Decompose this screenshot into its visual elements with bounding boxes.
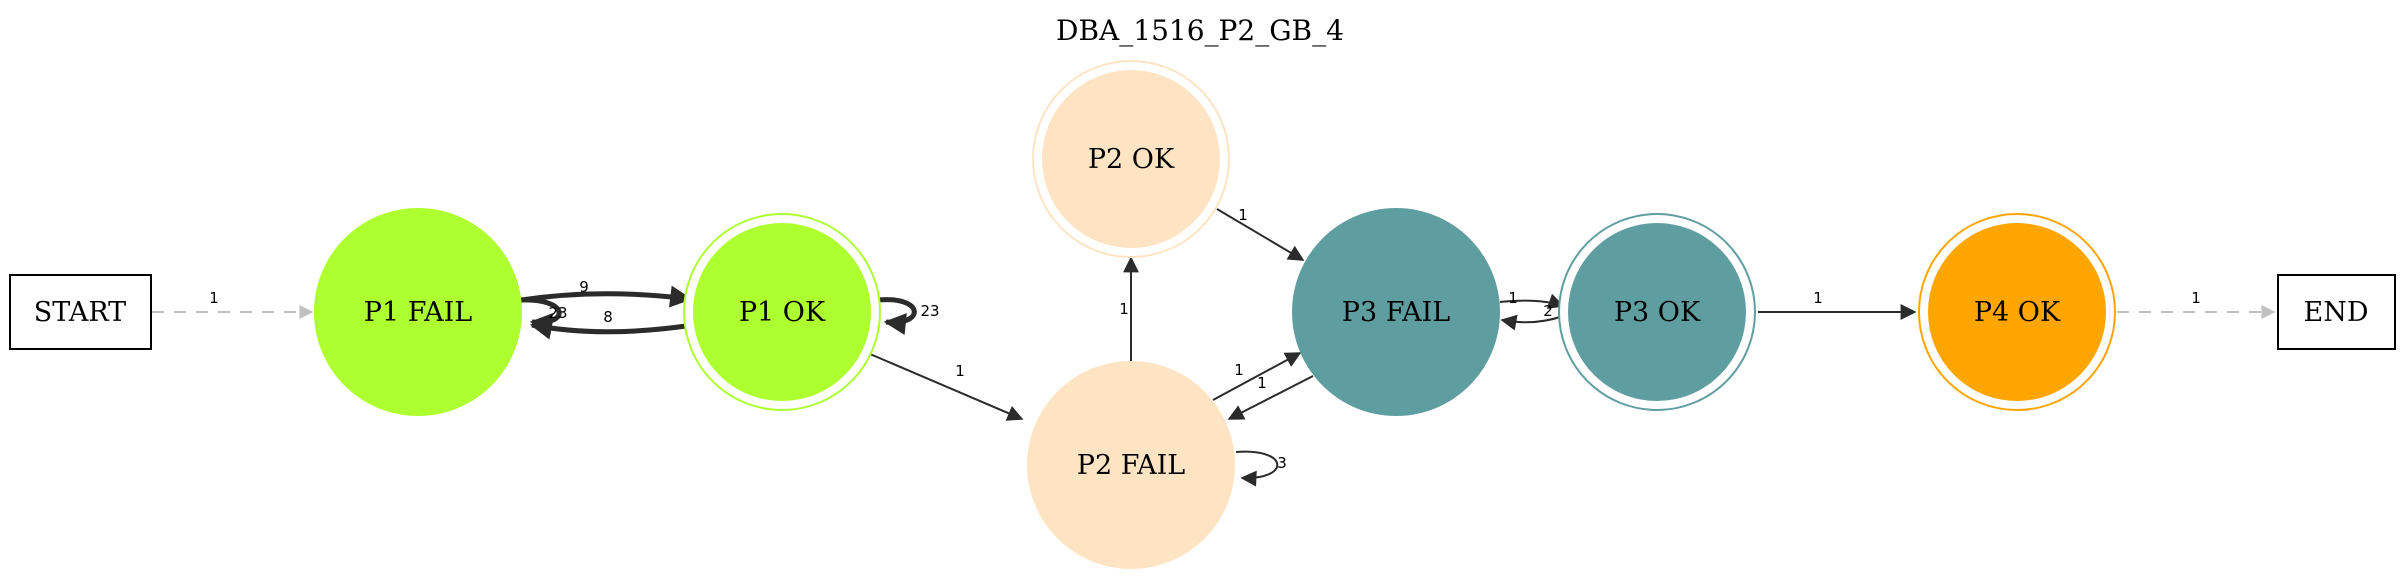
edge-label-p4ok-end-visible: 1 [2191,289,2201,307]
node-p2-ok-label: P2 OK [1088,144,1175,175]
node-p2-fail-label: P2 FAIL [1077,450,1185,481]
edge-p1ok-p1fail [529,317,687,340]
edge-label-p3fail-p3ok: 1 [1508,289,1518,307]
edge-label-p2fail-self: 3 [1277,454,1287,472]
node-p3-fail-label: P3 FAIL [1342,297,1450,328]
edge-p1fail-self [519,297,562,335]
edge-label-p2fail-p2ok: 1 [1119,300,1129,318]
edge-label-p1fail-p1ok: 9 [579,278,589,296]
edge-label-p1ok-p2fail-visible: 1 [955,362,965,380]
node-p3-ok[interactable]: P3 OK [1558,213,1756,411]
node-p2-fail[interactable]: P2 FAIL [1027,361,1235,569]
node-p1-ok-label: P1 OK [739,297,826,328]
edge-p3ok-p3fail [1500,314,1564,331]
edge-label-p2fail-p3fail: 1 [1234,361,1244,379]
edge-p3fail-p2fail [1227,375,1314,420]
node-p1-fail[interactable]: P1 FAIL [314,208,522,416]
node-end-label: END [2304,297,2369,328]
edge-label-p1ok-self: 23 [920,302,939,320]
edge-label-p1ok-p1fail: 8 [603,308,613,326]
node-start[interactable]: START [9,274,152,350]
edge-label-start-p1fail: 1 [209,289,219,307]
edge-p1fail-p1ok [521,285,693,308]
node-p2-ok[interactable]: P2 OK [1032,60,1230,258]
node-p1-fail-label: P1 FAIL [364,297,472,328]
edge-p2fail-p3fail [1212,352,1302,401]
node-p1-ok[interactable]: P1 OK [683,213,881,411]
diagram-title: DBA_1516_P2_GB_4 [1056,14,1344,47]
node-p3-ok-label: P3 OK [1614,297,1701,328]
node-p4-ok[interactable]: P4 OK [1918,213,2116,411]
edge-label-p1fail-self: 23 [548,304,567,322]
edge-label-p3ok-p4ok: 1 [1813,289,1823,307]
node-start-label: START [34,297,126,328]
edge-p2fail-self [1235,450,1279,487]
node-p4-ok-label: P4 OK [1974,297,2061,328]
edge-p2ok-p3fail [1216,208,1305,261]
edge-label-p3ok-p3fail: 2 [1543,302,1553,320]
node-p3-fail[interactable]: P3 FAIL [1292,208,1500,416]
node-end[interactable]: END [2277,274,2396,350]
edge-label-p2ok-p3fail: 1 [1238,206,1248,224]
edge-p1ok-p2fail [869,353,1024,421]
edge-label-p3fail-p2fail: 1 [1257,374,1267,392]
edge-p1ok-self [877,297,917,335]
